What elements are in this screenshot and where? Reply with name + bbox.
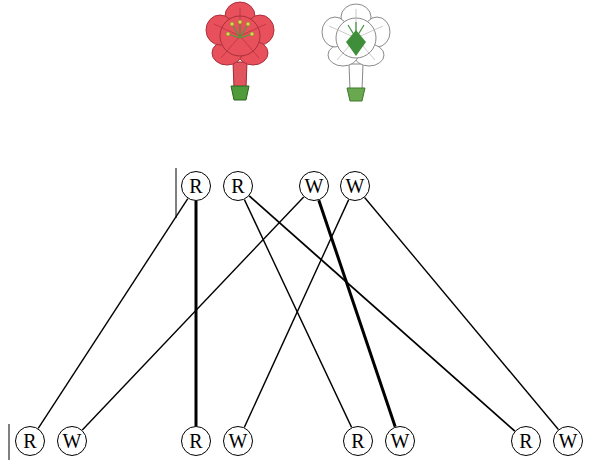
allele-circle: W (299, 171, 329, 201)
allele-letter: R (23, 431, 36, 451)
allele-letter: W (346, 176, 365, 196)
white-flower (322, 4, 390, 101)
allele-circle: R (181, 171, 211, 201)
cross-line (365, 198, 559, 430)
allele-circle: W (57, 426, 87, 456)
allele-circle: W (340, 171, 370, 201)
allele-letter: R (231, 176, 244, 196)
bracket-bar (176, 168, 177, 218)
allele-circle: R (181, 426, 211, 456)
allele-circle: W (385, 426, 415, 456)
allele-letter: R (189, 431, 202, 451)
allele-circle: W (223, 426, 253, 456)
allele-letter: R (351, 431, 364, 451)
allele-letter: R (519, 431, 532, 451)
cross-line (82, 197, 303, 430)
allele-circle: R (511, 426, 541, 456)
allele-letter: R (189, 176, 202, 196)
allele-circle: W (553, 426, 583, 456)
allele-circle: R (223, 171, 253, 201)
allele-circle: R (343, 426, 373, 456)
cross-line (244, 200, 351, 428)
allele-letter: W (63, 431, 82, 451)
allele-letter: W (391, 431, 410, 451)
cross-line (38, 199, 188, 429)
allele-letter: W (559, 431, 578, 451)
allele-letter: W (229, 431, 248, 451)
allele-letter: W (305, 176, 324, 196)
cross-line (319, 200, 395, 427)
cross-line (195, 201, 198, 426)
cross-line (244, 200, 348, 428)
red-flower (206, 2, 274, 100)
allele-circle: R (15, 426, 45, 456)
bracket-bar (9, 424, 10, 460)
cross-line (249, 196, 515, 431)
